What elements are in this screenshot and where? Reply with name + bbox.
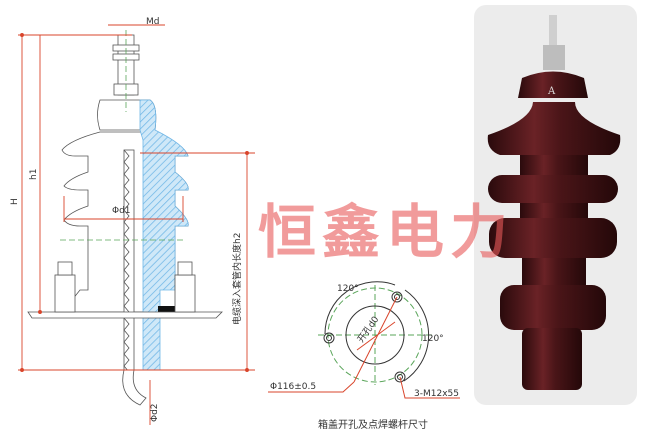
cap-mark: A (547, 86, 556, 97)
cable-bend (122, 369, 147, 406)
section-hatch (139, 99, 189, 371)
gasket (158, 306, 180, 313)
left-bolt (54, 274, 76, 313)
angle-top-label: 120° (337, 284, 359, 294)
md-label: Md (146, 17, 159, 27)
angle-right-label: 120° (422, 334, 444, 344)
h-label: H (10, 198, 20, 205)
h2-label: 电缆深入套管内长度h2 (231, 233, 243, 325)
bolt-label: 3-M12x55 (414, 389, 459, 399)
side-elevation (27, 34, 223, 406)
dimension-lines (18, 24, 255, 425)
product-photo: A (474, 5, 637, 405)
watermark: 恒鑫电力 (258, 198, 514, 266)
d2-label: Φd2 (150, 403, 160, 422)
cable-braid (123, 149, 130, 373)
h1-label: h1 (29, 169, 39, 180)
right-bolt (174, 274, 196, 313)
hole-plan-caption: 箱盖开孔及点焊螺杆尺寸 (318, 418, 428, 431)
d1-label: Φd1 (112, 206, 131, 216)
hole-plan (268, 281, 460, 399)
pcd-label: Φ116±0.5 (270, 382, 316, 392)
base-flange (27, 311, 223, 319)
hole-label: 开孔d0 (355, 314, 381, 345)
